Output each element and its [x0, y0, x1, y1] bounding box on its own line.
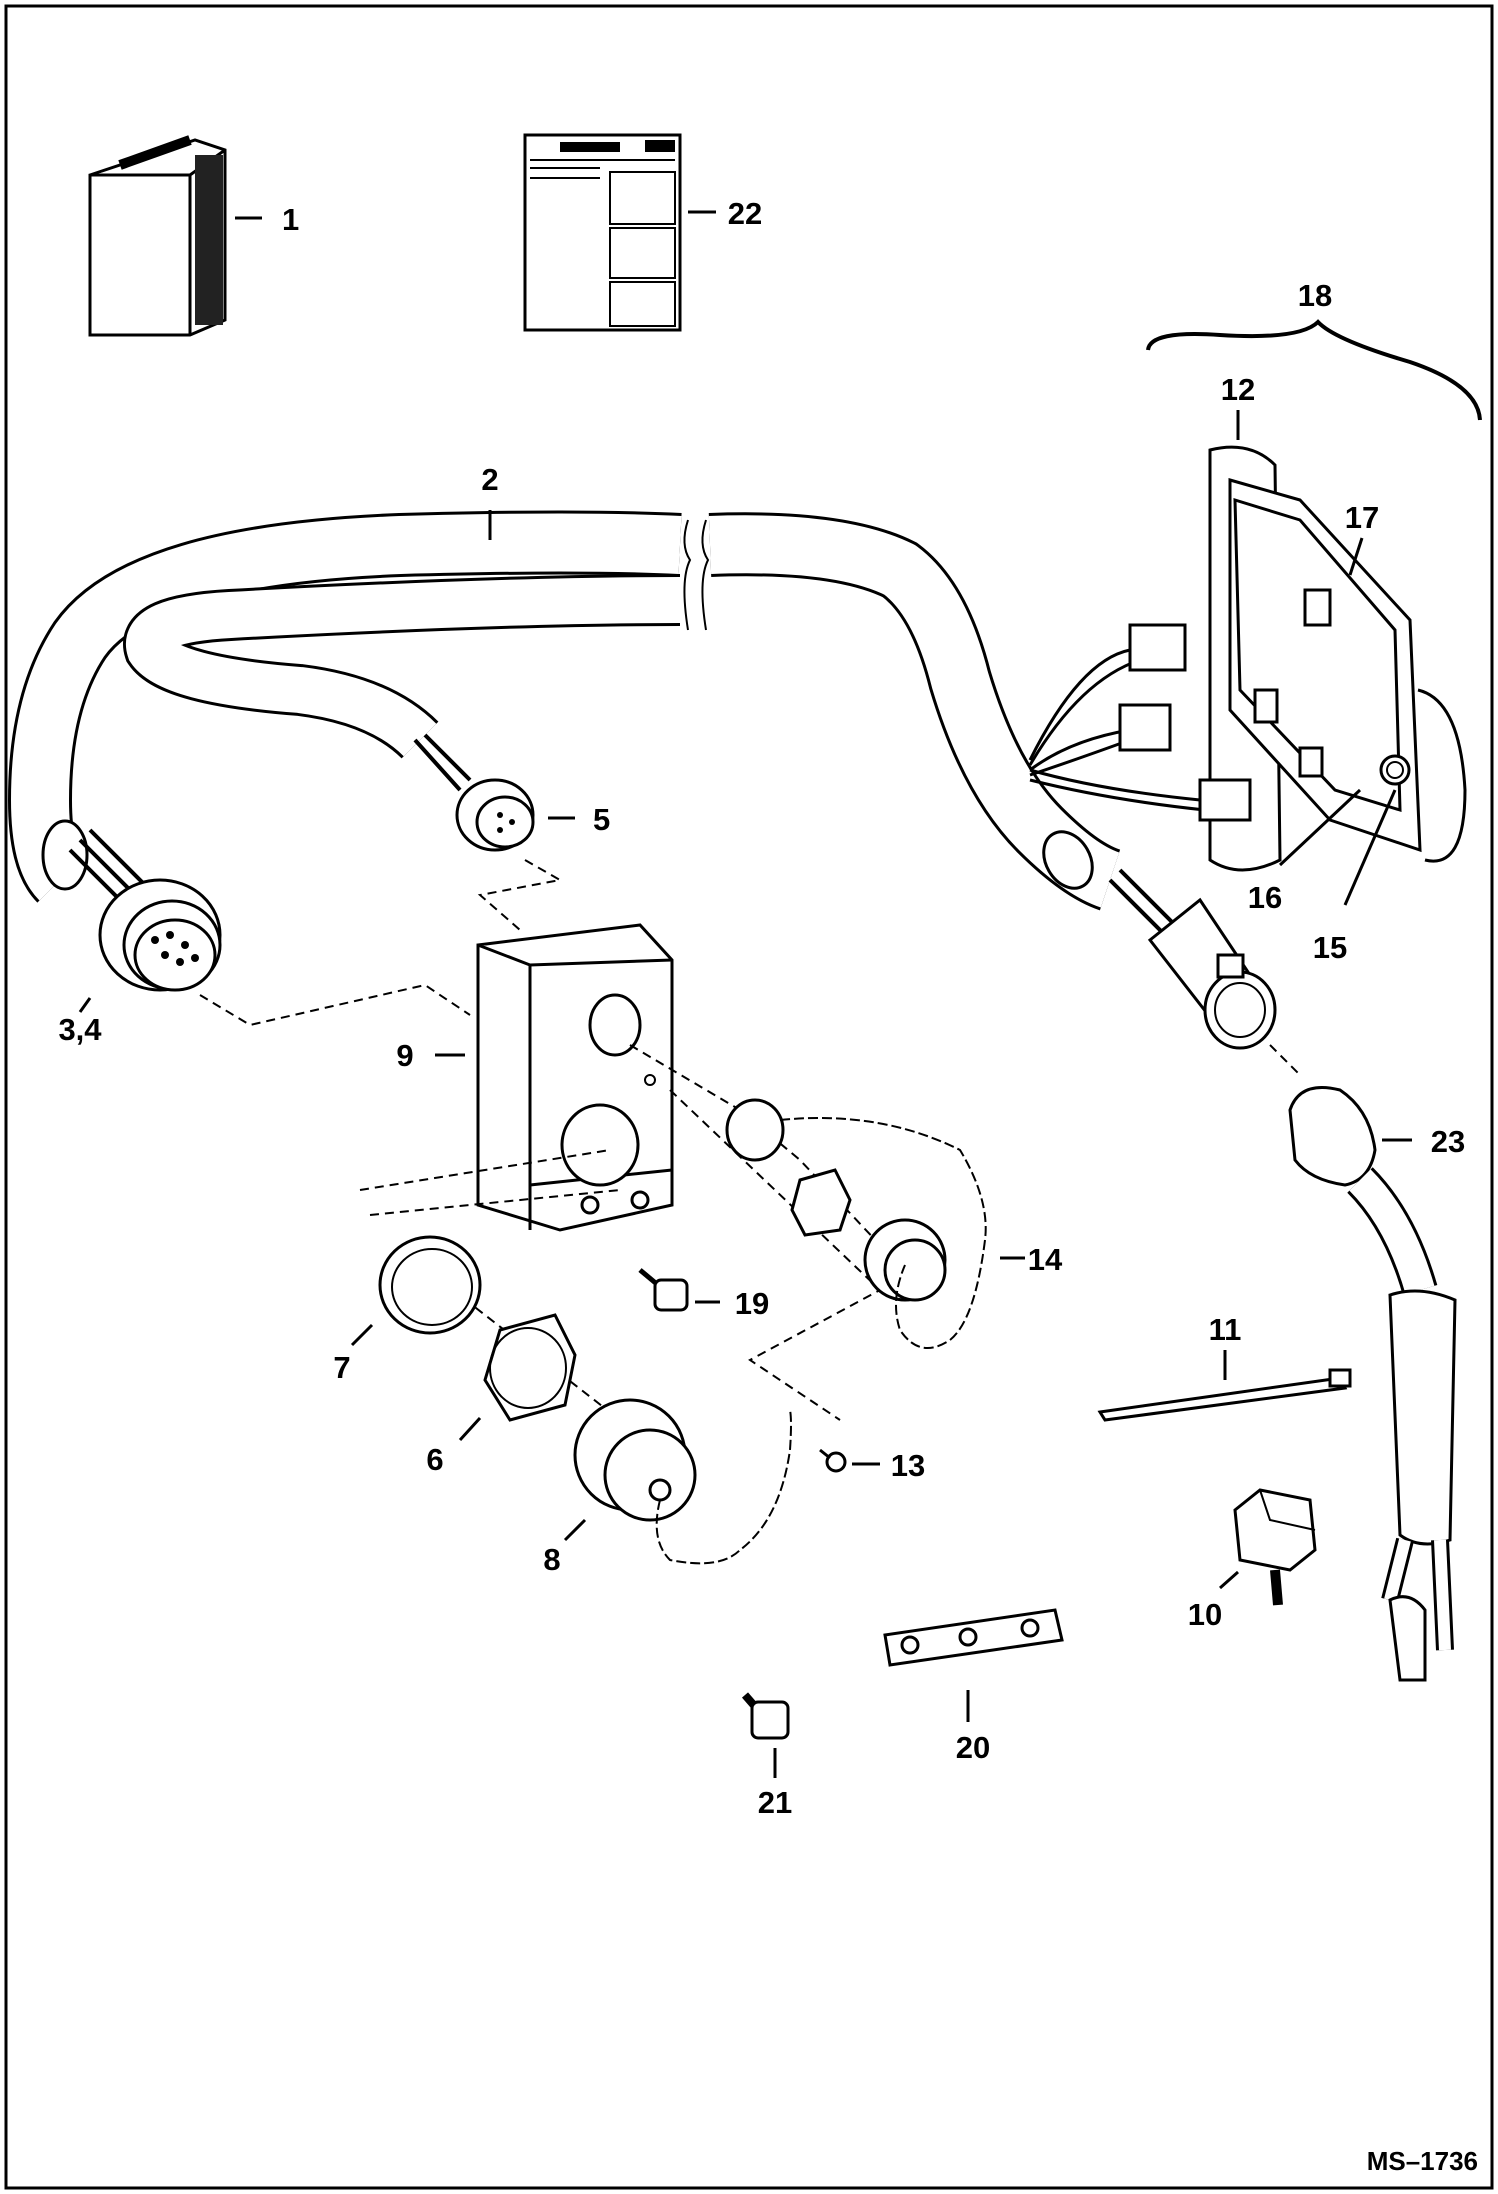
part-5-connector [413, 733, 535, 852]
callout-22: 22 [728, 196, 762, 231]
leader-10 [1219, 1570, 1239, 1590]
callout-23: 23 [1431, 1124, 1465, 1159]
leader-16 [1278, 788, 1362, 867]
part-22-instruction-sheet [523, 133, 682, 332]
callout-11: 11 [1209, 1312, 1242, 1347]
part-19-bolt [638, 1268, 689, 1312]
part-12-17-bracket [1208, 445, 1467, 872]
part-8-cap [573, 1398, 792, 1565]
leader-6 [458, 1416, 482, 1442]
part-23-boot [1288, 1086, 1457, 1682]
callout-8: 8 [543, 1542, 560, 1577]
callout-18: 18 [1298, 278, 1332, 313]
leader-8 [563, 1518, 587, 1542]
part-10-knob [1233, 1488, 1317, 1606]
part-11-cable-tie [1097, 1368, 1352, 1422]
callout-20: 20 [956, 1730, 990, 1765]
leader-3-4 [78, 997, 92, 1013]
part-21-bolt [741, 1692, 790, 1740]
callout-17: 17 [1345, 500, 1379, 535]
callout-12: 12 [1221, 372, 1255, 407]
callout-10: 10 [1188, 1597, 1222, 1632]
part-3-4-connector [68, 828, 222, 992]
callout-6: 6 [426, 1442, 443, 1477]
part-6-inner [489, 1327, 567, 1409]
part-7-inner [391, 1248, 473, 1326]
part-9-housing [476, 923, 674, 1232]
callout-15: 15 [1313, 930, 1347, 965]
part-6-nut [483, 1313, 577, 1422]
leader-7 [350, 1323, 374, 1347]
harness-end-connector [1108, 868, 1277, 1050]
callout-21: 21 [758, 1785, 792, 1820]
callout-2: 2 [481, 462, 498, 497]
callout-5: 5 [593, 802, 610, 837]
callout-7: 7 [333, 1350, 350, 1385]
callout-14: 14 [1028, 1242, 1063, 1277]
callout-3-4: 3,4 [58, 1012, 102, 1047]
part-14-cap-assembly [725, 1098, 987, 1349]
callout-16: 16 [1248, 880, 1282, 915]
part-20-plate [883, 1608, 1064, 1667]
diagram-border [4, 4, 1494, 2190]
part-1-box [88, 135, 227, 337]
callout-9: 9 [396, 1038, 413, 1073]
callout-19: 19 [735, 1286, 769, 1321]
brace-18 [1146, 319, 1482, 421]
callout-13: 13 [891, 1448, 925, 1483]
leader-15 [1343, 789, 1397, 906]
callout-1: 1 [282, 202, 299, 237]
part-13-screw [819, 1448, 847, 1473]
part-7-o-ring [378, 1235, 482, 1335]
leader-17 [1348, 537, 1364, 576]
bracket-wires [1028, 623, 1252, 822]
part-2-harness [7, 510, 1122, 911]
document-code: MS–1736 [1367, 2146, 1478, 2176]
